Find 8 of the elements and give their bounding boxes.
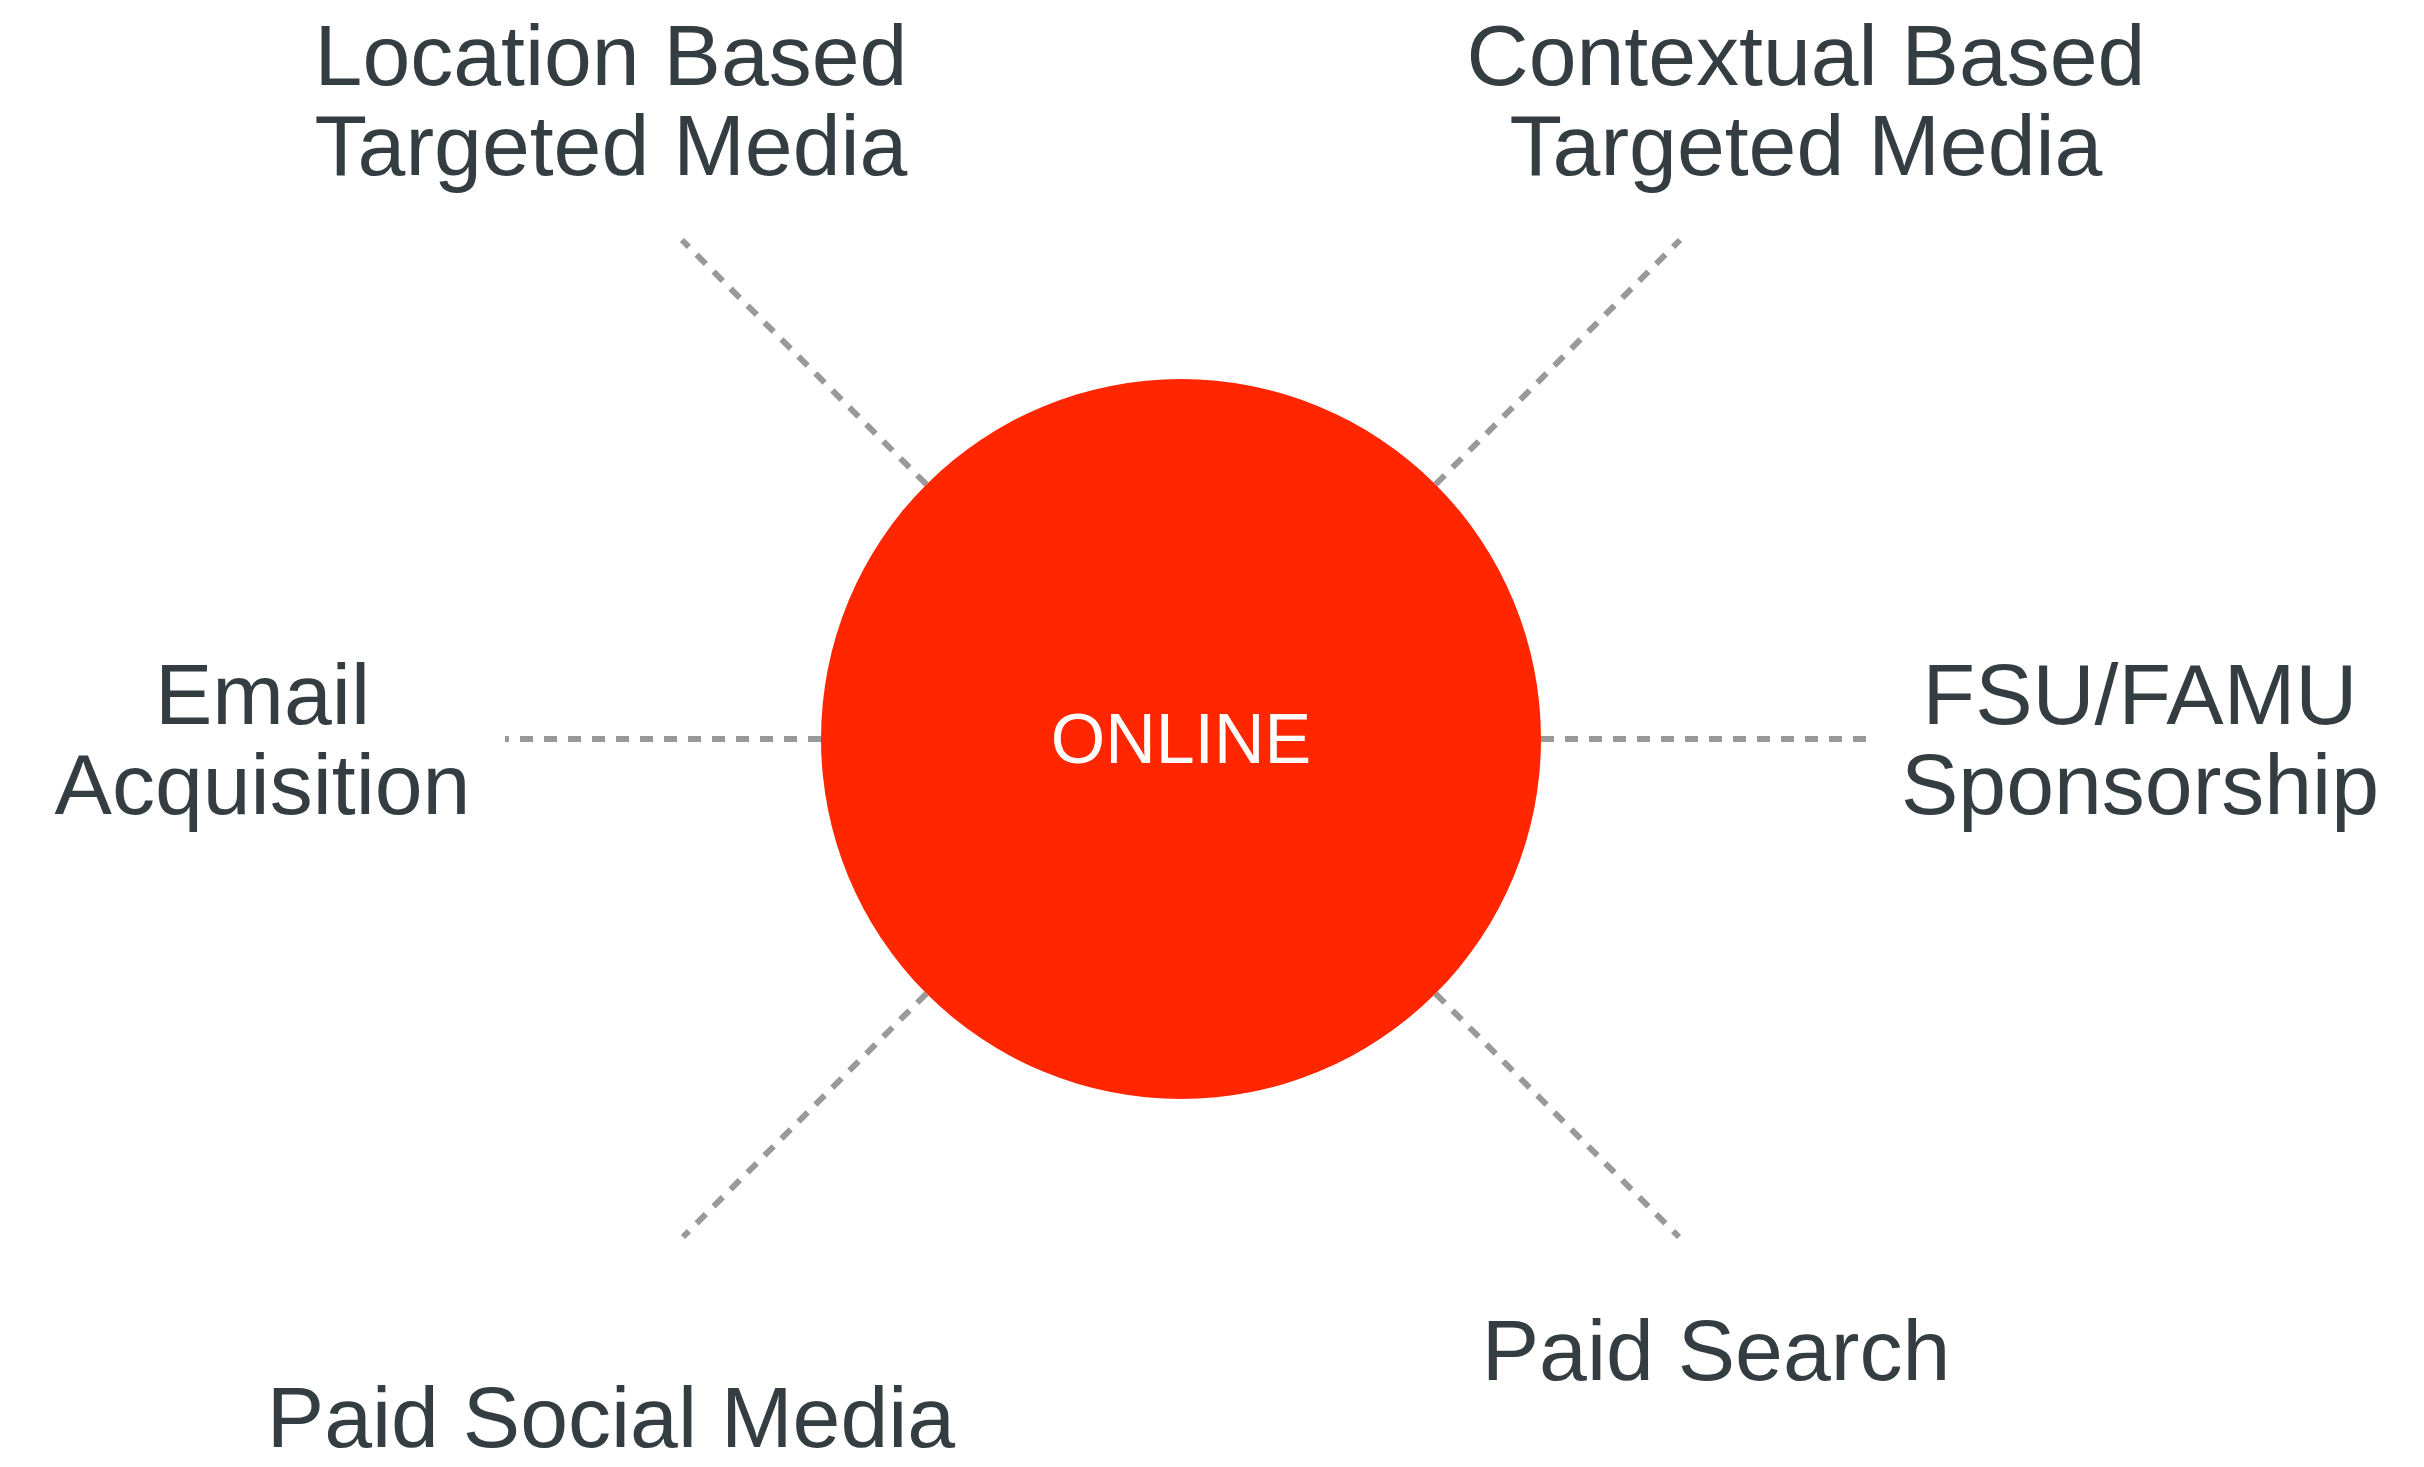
- dashed-connector: [1433, 237, 1683, 487]
- node-label: ONLINE: [1050, 699, 1312, 779]
- dashed-connector: [505, 736, 821, 742]
- category-label: Paid Social Media: [266, 1372, 956, 1462]
- dashed-connector: [679, 237, 929, 487]
- category-label: Paid Search: [1481, 1304, 1951, 1395]
- dashed-connector: [1433, 991, 1682, 1240]
- dashed-connector: [680, 991, 929, 1240]
